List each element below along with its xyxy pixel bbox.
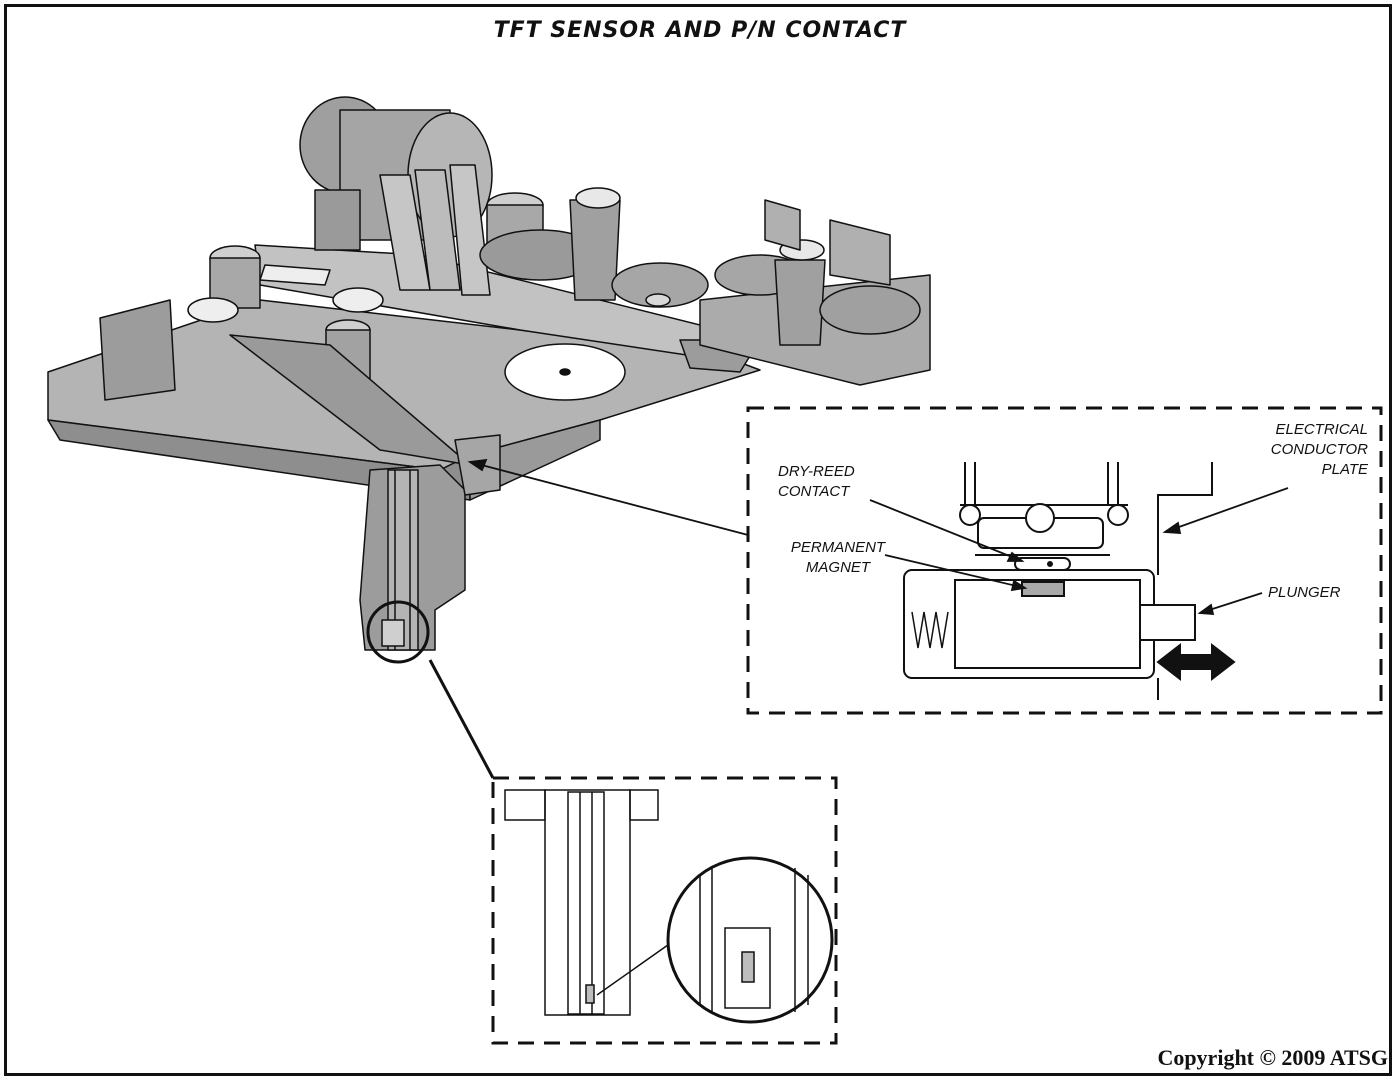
label-dry-reed-contact: DRY-REED CONTACT [778, 463, 855, 500]
sensor-detail-drawing [504, 789, 834, 1024]
conductor-plate-illustration [47, 96, 931, 651]
figure-frame [4, 4, 1392, 1076]
copyright-notice: Copyright © 2009 ATSG [1157, 1045, 1388, 1070]
label-electrical-conductor-plate: ELECTRICAL CONDUCTOR PLATE [1270, 421, 1368, 478]
leader-lines [467, 458, 1289, 615]
leader-probe-to-detail [469, 461, 749, 536]
plunger-detail-box [746, 406, 1383, 715]
label-plunger: PLUNGER [1268, 584, 1341, 601]
sensor-detail-box [491, 776, 838, 1045]
label-permanent-magnet: PERMANENT MAGNET [790, 539, 886, 576]
plunger-detail-drawing [903, 462, 1236, 700]
figure-title: TFT SENSOR AND P/N CONTACT [493, 18, 907, 43]
magnifier-circle [366, 600, 430, 664]
callout-line-sensor [428, 659, 495, 779]
